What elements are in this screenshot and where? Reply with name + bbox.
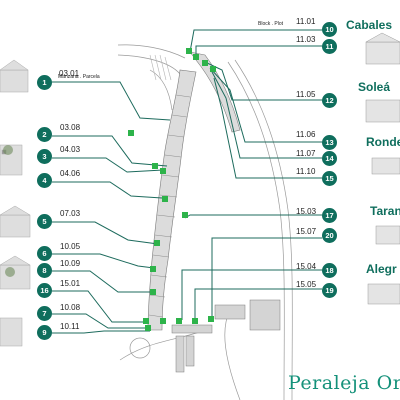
marker-badge-10[interactable]: 10 — [322, 22, 337, 37]
marker-code-19: 15.05 — [296, 280, 317, 289]
marker-code-16: 15.01 — [60, 279, 81, 288]
marker-code-3: 04.03 — [60, 145, 81, 154]
central-lot-band — [147, 69, 197, 331]
marker-code-17: 15.03 — [296, 207, 317, 216]
parking-stripes — [149, 54, 172, 81]
marker-code-7: 10.08 — [60, 303, 81, 312]
marker-badge-3[interactable]: 3 — [37, 149, 52, 164]
marker-badge-14[interactable]: 14 — [322, 151, 337, 166]
model-name-taran: Taran — [370, 204, 400, 218]
lower-lot-blocks — [171, 299, 281, 373]
marker-badge-5[interactable]: 5 — [37, 214, 52, 229]
marker-badge-13[interactable]: 13 — [322, 135, 337, 150]
left-note: Manzana . Parcela — [58, 74, 100, 80]
marker-code-18: 15.04 — [296, 262, 317, 271]
left-tree-icons — [3, 145, 15, 277]
brand-title: Peraleja Or — [288, 372, 400, 394]
road-lines — [117, 44, 293, 400]
marker-code-5: 07.03 — [60, 209, 81, 218]
marker-badge-6[interactable]: 6 — [37, 246, 52, 261]
marker-code-20: 15.07 — [296, 227, 317, 236]
marker-badge-8[interactable]: 8 — [37, 263, 52, 278]
marker-badge-17[interactable]: 17 — [322, 208, 337, 223]
marker-code-1: 03.01 — [59, 69, 80, 78]
marker-badge-19[interactable]: 19 — [322, 283, 337, 298]
marker-badge-7[interactable]: 7 — [37, 306, 52, 321]
model-name-cabales: Cabales — [346, 18, 393, 32]
marker-code-8: 10.09 — [60, 259, 81, 268]
marker-code-12: 11.05 — [296, 90, 316, 99]
highlighted-lots — [128, 48, 216, 331]
marker-badge-18[interactable]: 18 — [322, 263, 337, 278]
marker-code-15: 11.10 — [296, 167, 316, 176]
marker-badge-11[interactable]: 11 — [322, 39, 337, 54]
marker-badge-20[interactable]: 20 — [322, 228, 337, 243]
model-name-ronde: Ronde — [366, 135, 400, 149]
marker-code-2: 03.08 — [60, 123, 81, 132]
marker-code-13: 11.06 — [296, 130, 316, 139]
marker-badge-9[interactable]: 9 — [37, 325, 52, 340]
marker-code-10: 11.01 — [296, 17, 316, 26]
leader-lines — [52, 29, 322, 334]
marker-badge-12[interactable]: 12 — [322, 93, 337, 108]
marker-badge-15[interactable]: 15 — [322, 171, 337, 186]
model-name-solea: Soleá — [358, 80, 391, 94]
right-lot-strip — [189, 51, 241, 133]
marker-badge-2[interactable]: 2 — [37, 127, 52, 142]
marker-badge-1[interactable]: 1 — [37, 75, 52, 90]
marker-code-4: 04.06 — [60, 169, 81, 178]
left-house-thumbnails — [0, 59, 31, 347]
marker-code-9: 10.11 — [60, 322, 80, 331]
model-name-alegr: Alegr — [366, 262, 397, 276]
header-note: Block . Plot — [258, 21, 284, 27]
roundabout — [129, 337, 151, 359]
right-house-thumbnails — [365, 32, 400, 305]
lot-dividers — [148, 94, 191, 318]
marker-badge-4[interactable]: 4 — [37, 173, 52, 188]
marker-code-6: 10.05 — [60, 242, 81, 251]
marker-badge-16[interactable]: 16 — [37, 283, 52, 298]
marker-code-14: 11.07 — [296, 149, 316, 158]
marker-code-11: 11.03 — [296, 35, 316, 44]
